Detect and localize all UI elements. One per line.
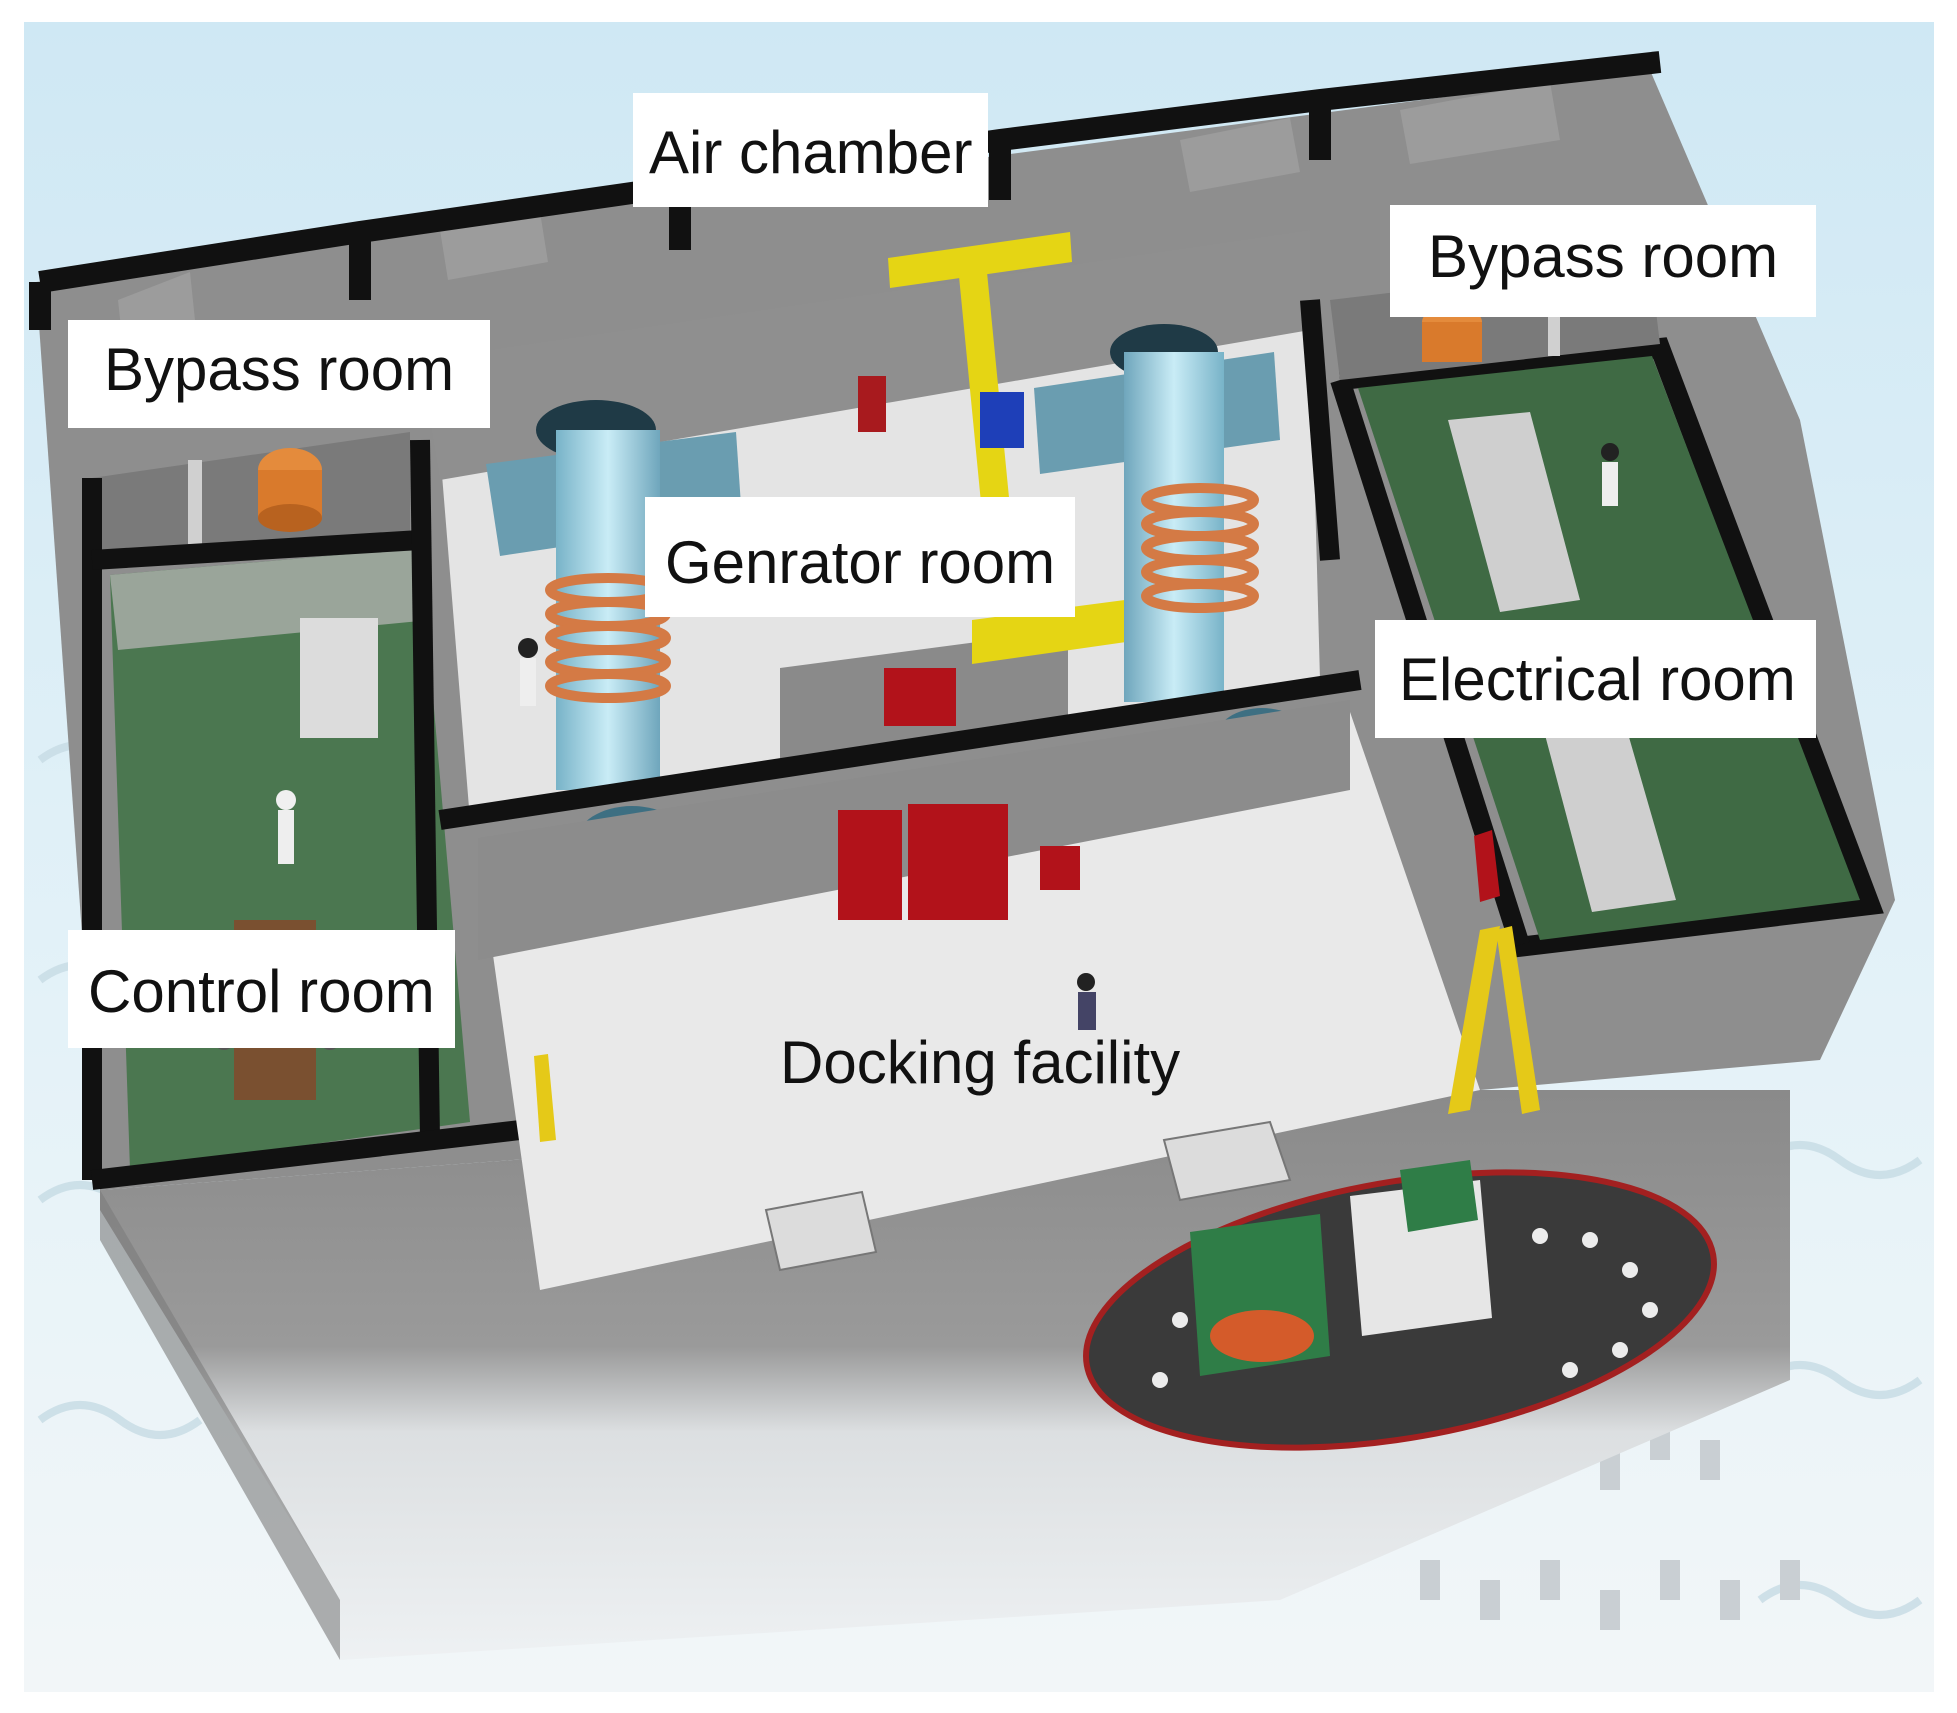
door-generator-back — [858, 376, 886, 432]
docked-vessel — [1083, 1160, 1717, 1451]
label-generator-room: Genrator room — [645, 497, 1076, 617]
left-bypass-room — [92, 432, 410, 560]
bypass-pipe — [188, 460, 202, 544]
label-bypass-room-left: Bypass room — [68, 320, 491, 428]
electrical-cabinets — [1448, 412, 1676, 912]
label-bypass-room-right: Bypass room — [1390, 205, 1817, 317]
worker-figure-generator — [518, 638, 538, 706]
label-docking-facility: Docking facility — [780, 1029, 1181, 1096]
air-chamber-vents — [118, 82, 1560, 356]
control-cabinet — [300, 618, 378, 738]
bypass-pipe-right — [1548, 316, 1560, 356]
label-control-room: Control room — [68, 930, 455, 1048]
label-electrical-room: Electrical room — [1375, 620, 1816, 738]
bypass-valve-left — [258, 448, 322, 532]
door-generator-center — [884, 668, 956, 726]
docking-doors — [838, 804, 1500, 920]
worker-figure-control — [276, 790, 296, 864]
docking-stairs — [764, 1120, 1292, 1272]
worker-figure-electrical — [1601, 443, 1619, 506]
crane-hoist — [980, 392, 1024, 448]
label-air-chamber: Air chamber — [633, 93, 989, 207]
turbine-right — [1034, 324, 1308, 768]
worker-figure-docking — [1077, 973, 1096, 1030]
docking-cranes — [534, 926, 1540, 1142]
structure-left-face — [100, 1190, 340, 1660]
